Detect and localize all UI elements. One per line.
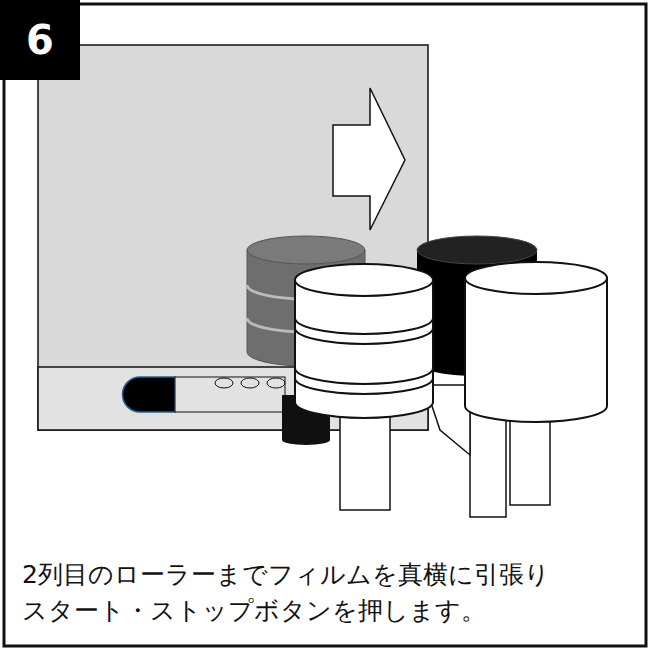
roller-shaft	[340, 405, 390, 510]
roller-groove	[295, 378, 433, 394]
caption-line: スタート・ストップボタンを押します。	[22, 596, 486, 626]
roller-shaft	[470, 405, 506, 517]
front-roller-top	[295, 264, 433, 296]
step-number: 6	[26, 17, 54, 63]
slot	[175, 377, 285, 412]
frame	[4, 4, 646, 646]
back-roller-top	[417, 236, 537, 264]
step-number-box: 6	[0, 0, 80, 80]
hole	[241, 378, 259, 388]
roller-groove	[295, 328, 433, 344]
front-roller	[295, 280, 433, 418]
hole	[267, 378, 285, 388]
roller-groove	[295, 368, 433, 384]
caption-line: 2列目のローラーまでフィルムを真横に引張り	[22, 560, 550, 590]
roller-shaft	[282, 435, 330, 445]
front-roller-top	[465, 262, 607, 294]
front-roller	[465, 278, 607, 422]
hole	[215, 378, 233, 388]
direction-arrow	[333, 88, 405, 230]
slot-cap	[123, 377, 176, 412]
roller-groove	[295, 318, 433, 334]
back-roller-top	[247, 236, 365, 264]
